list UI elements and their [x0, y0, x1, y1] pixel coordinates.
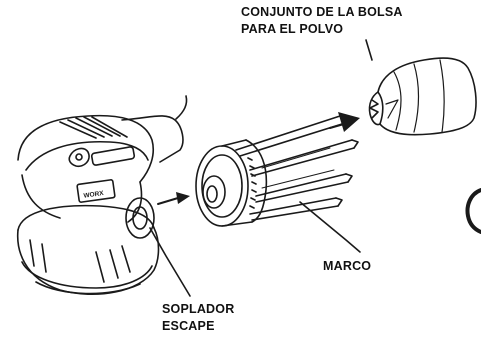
exhaust-label-line2: ESCAPE	[162, 319, 215, 333]
frame-leader-line	[299, 201, 361, 253]
dust-bag-illustration	[368, 57, 477, 136]
frame-illustration	[195, 115, 359, 227]
dust-bag-label: CONJUNTO DE LA BOLSA PARA EL POLVO	[241, 4, 403, 38]
dust-bag-label-line1: CONJUNTO DE LA BOLSA	[241, 5, 403, 19]
frame-label: MARCO	[323, 259, 372, 273]
bag-leader-line	[365, 39, 373, 61]
dust-bag-label-line2: PARA EL POLVO	[241, 22, 344, 36]
edge-circle-fragment	[465, 188, 481, 234]
sander-illustration	[16, 95, 188, 296]
exhaust-leader-line	[149, 227, 191, 297]
exhaust-label-line1: SOPLADOR	[162, 302, 235, 316]
sander-brand-text: WORX	[83, 190, 105, 200]
exhaust-label: SOPLADOR ESCAPE	[162, 301, 234, 335]
